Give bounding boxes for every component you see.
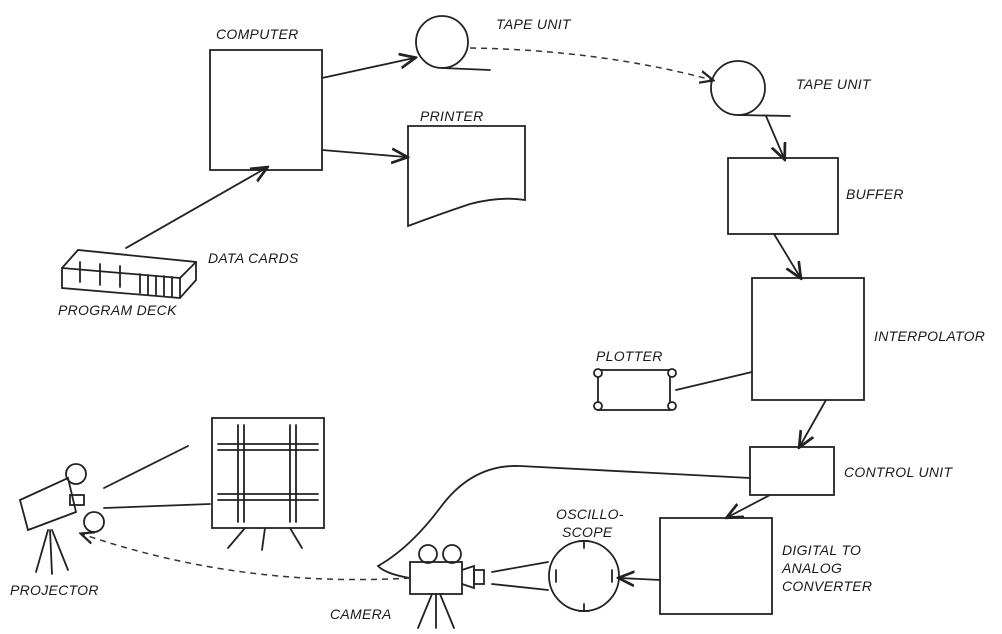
tape-unit-1-icon [415, 15, 491, 71]
dac-label-3: CONVERTER [782, 578, 873, 594]
computer-box [209, 49, 323, 171]
arrow-computer-to-tape1 [321, 58, 414, 79]
line-control-to-camera [376, 465, 751, 579]
printer-icon [407, 125, 526, 228]
projector-beam-1 [103, 445, 189, 489]
oscilloscope-label-1: OSCILLO- [556, 506, 624, 522]
arrow-buffer-to-interpolator [773, 233, 800, 277]
control-unit-label: CONTROL UNIT [844, 464, 953, 480]
projector-icon [18, 463, 105, 575]
tape-unit-1-label: TAPE UNIT [496, 16, 571, 32]
plotter-label: PLOTTER [596, 348, 663, 364]
arrow-computer-to-printer [321, 150, 406, 157]
arrow-dac-to-oscilloscope [620, 578, 661, 580]
tape-unit-2-label: TAPE UNIT [796, 76, 871, 92]
interpolator-label: INTERPOLATOR [874, 328, 986, 344]
arrow-tape2-to-buffer [765, 115, 784, 158]
data-cards-label: DATA CARDS [208, 250, 299, 266]
dashed-camera-to-projector [82, 534, 411, 581]
projector-label: PROJECTOR [10, 582, 99, 598]
line-oscilloscope-camera-2 [491, 583, 549, 591]
arrow-interpolator-to-control [800, 399, 827, 446]
camera-label: CAMERA [330, 606, 392, 622]
dashed-tape1-to-tape2 [469, 47, 712, 80]
oscilloscope-icon [548, 540, 620, 612]
arrow-control-to-dac [728, 494, 771, 517]
interpolator-box [751, 277, 865, 401]
projector-beam-2 [103, 503, 211, 509]
dac-label-1: DIGITAL TO [782, 542, 862, 558]
printer-label: PRINTER [420, 108, 484, 124]
buffer-label: BUFFER [846, 186, 904, 202]
computer-label: COMPUTER [216, 26, 299, 42]
tape-unit-2-icon [710, 60, 791, 117]
projection-screen-icon [211, 417, 325, 551]
camera-icon [409, 544, 485, 629]
line-oscilloscope-camera-1 [491, 561, 549, 573]
program-deck-icon [61, 249, 197, 299]
buffer-box [727, 157, 839, 235]
oscilloscope-label-2: SCOPE [562, 524, 613, 540]
dac-box [659, 517, 773, 615]
program-deck-label: PROGRAM DECK [58, 302, 177, 318]
arrow-deck-to-computer [125, 168, 266, 249]
control-unit-box [749, 446, 835, 496]
dac-label-2: ANALOG [782, 560, 843, 576]
line-interpolator-to-plotter [675, 371, 753, 391]
plotter-icon [593, 368, 677, 411]
